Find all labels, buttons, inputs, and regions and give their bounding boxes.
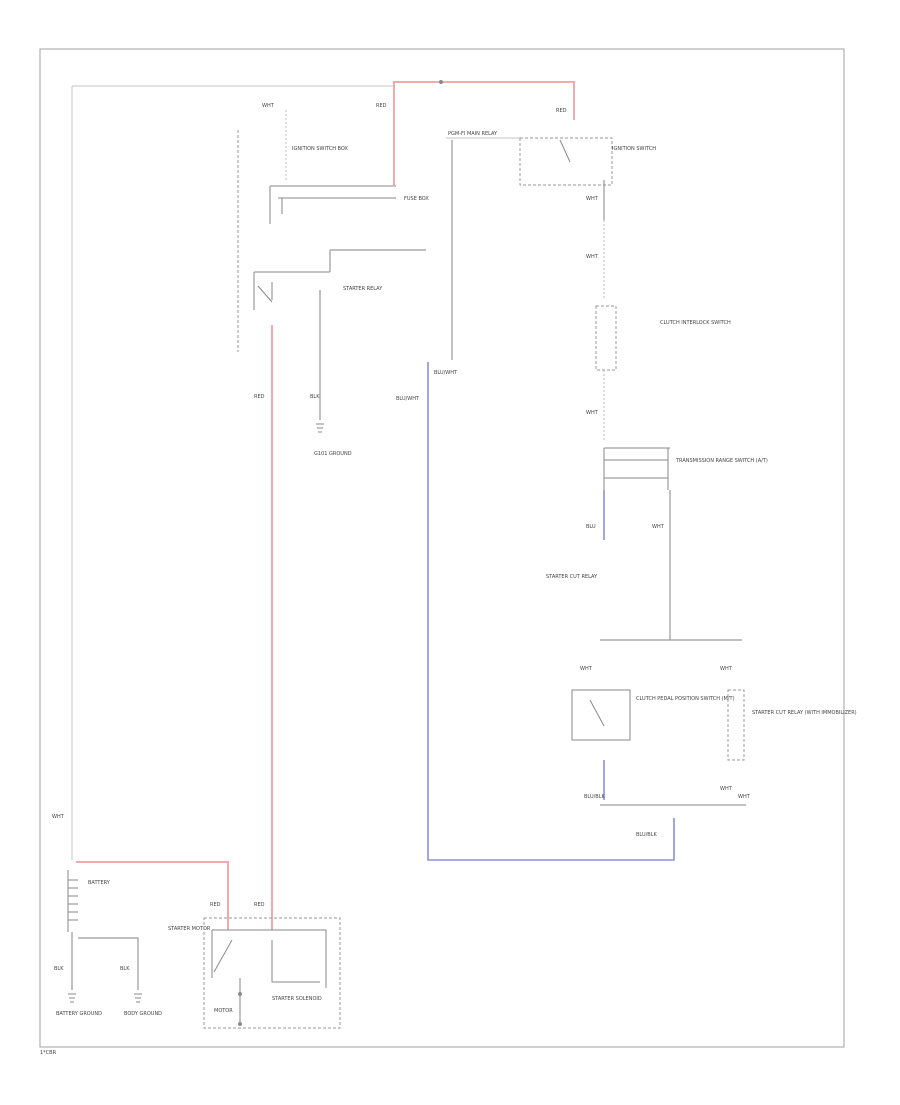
label-starter-cut-relay-2: STARTER CUT RELAY (WITH IMMOBILIZER) [752,710,857,716]
motor-ground-terminal [238,1022,242,1026]
battery-cells [68,879,78,921]
clutch-interlock-box [595,305,617,371]
label-starter-relay: STARTER RELAY [343,286,383,292]
relay-contact [257,285,273,303]
clutch-pedal-switch-box [571,689,631,741]
label-wire-blk-left: BLK [54,966,64,972]
label-wire-left-vertical: WHT [52,814,65,820]
starter-cut-relay-2-box [727,689,745,761]
battery-ground-symbol [68,993,76,1003]
wire-red-top [393,81,575,186]
label-wire-blu-right: BLU [586,524,596,530]
label-wire-blu-main-2: BLU/WHT [434,370,458,376]
label-wire-right-low: WHT [586,410,599,416]
label-body-ground: BODY GROUND [124,1011,162,1017]
label-ignition-switch: IGNITION SWITCH [612,146,656,152]
label-wire-right-mid: WHT [586,254,599,260]
starter-coil [271,940,320,983]
ground-g101-symbol [316,423,324,433]
label-wire-blu-main: BLU/WHT [396,396,420,402]
label-wire-top-left: WHT [262,103,275,109]
starter-solenoid-top [212,929,327,988]
label-motor: MOTOR [214,1008,233,1014]
motor-terminal [238,992,242,996]
label-wire-lower-right: WHT [720,666,733,672]
label-clutch-pedal-switch: CLUTCH PEDAL POSITION SWITCH (M/T) [636,696,735,702]
label-transmission-range-switch: TRANSMISSION RANGE SWITCH (A/T) [675,458,768,464]
label-starter-cut-relay: STARTER CUT RELAY [546,574,598,580]
splice-top [439,80,443,84]
label-wire-red-bottom-right: RED [254,902,265,908]
label-wire-red-main: RED [254,394,265,400]
label-wire-lower-right2: WHT [720,786,733,792]
wire-blk-right [78,937,139,990]
label-battery: BATTERY [88,880,111,886]
ignition-switch-contact [559,139,571,163]
label-wire-blk-right: BLK [120,966,130,972]
starter-contact [213,939,233,973]
footer-code: 1*CBR [40,1050,57,1056]
label-wire-red-right-top: RED [556,108,567,114]
label-wire-red-top: RED [376,103,387,109]
starter-assembly-box [203,917,341,1029]
ignition-switch-box [519,137,613,186]
wire-red-battery [76,861,229,930]
label-wire-lower-left: WHT [580,666,593,672]
label-fuse: FUSE BOX [404,196,429,202]
label-wire-wht-right: WHT [586,196,599,202]
label-wire-red-bottom-left: RED [210,902,221,908]
wire-blu-main [427,362,675,861]
label-wire-blu-bottom-right: BLU/BLK [636,832,658,838]
label-battery-ground: BATTERY GROUND [56,1011,102,1017]
label-wire-wht-right2: WHT [652,524,665,530]
diagram-frame [39,48,845,1048]
body-ground-symbol [134,993,142,1003]
label-clutch-interlock-switch: CLUTCH INTERLOCK SWITCH [660,320,731,326]
label-ignition-sw-top: IGNITION SWITCH BOX [292,146,349,152]
label-wire-blk: BLK [310,394,320,400]
label-wire-blu-bottom: BLU/BLK [584,794,606,800]
label-starter-solenoid: STARTER SOLENOID [272,996,322,1002]
label-wire-bottom-right: WHT [738,794,751,800]
label-starter-motor: STARTER MOTOR [168,926,211,932]
clutch-pedal-contact [589,699,605,727]
label-pgm-fi-main-relay: PGM-FI MAIN RELAY [448,131,498,137]
label-ground-g101: G101 GROUND [314,451,352,457]
